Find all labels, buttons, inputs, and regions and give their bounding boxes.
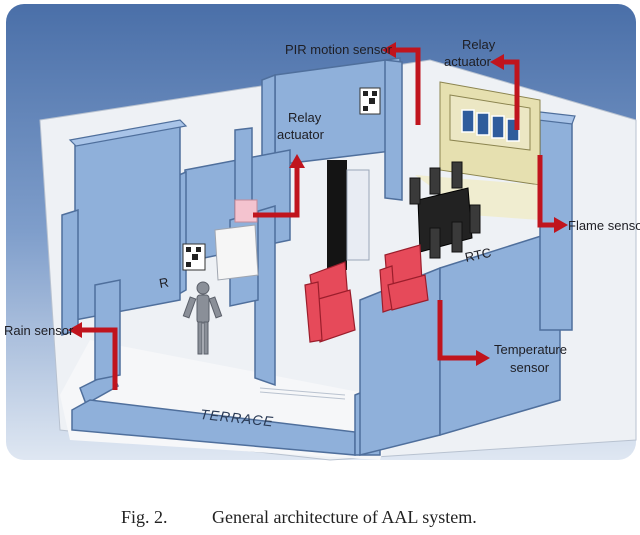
wall-left-room-back: [74, 124, 181, 321]
wall-left-room-top: [68, 119, 188, 147]
wall-living-right-front: [439, 228, 561, 436]
arrow-temperature-sensor: [437, 300, 478, 361]
kitchen-windows: [461, 109, 520, 142]
arrow-pir-head: [382, 42, 396, 58]
label-relay-actuator-right-1: Relay: [462, 37, 496, 52]
house-illustration: R RTC TERRACE: [6, 4, 637, 461]
label-relay-actuator-right-2: actuator: [444, 54, 492, 69]
dining-chairs: [409, 161, 481, 259]
arrow-flame-sensor: [537, 155, 556, 228]
person-figure: [182, 281, 223, 355]
tall-cabinet: [327, 160, 347, 270]
label-pir-motion-sensor: PIR motion sensor: [285, 42, 393, 57]
relay-box: [234, 199, 258, 223]
kitchen-floor: [415, 175, 540, 220]
wall-left-room-side: [61, 208, 79, 337]
arrow-relay-right-head: [490, 54, 504, 70]
arrow-temperature-head: [476, 350, 490, 366]
label-relay-actuator-left-1: Relay: [288, 110, 322, 125]
terrace-label: TERRACE: [199, 406, 274, 430]
arrow-rain-sensor: [80, 327, 118, 390]
red-sofa-right: [379, 244, 429, 313]
qr-code-lower: [182, 243, 206, 271]
wall-pir-room-right: [384, 59, 403, 201]
wall-partition-middle: [254, 204, 276, 387]
qr-code-upper: [359, 87, 381, 115]
label-rain-sensor: Rain sensor: [4, 323, 74, 338]
arrow-relay-left-head: [289, 154, 305, 168]
room-mark-left: R: [158, 275, 170, 291]
sensor-labels: PIR motion sensor Relay actuator Relay a…: [4, 37, 640, 375]
caption-fig-number: Fig. 2.: [121, 507, 168, 527]
arrow-relay-actuator-left: [253, 166, 300, 218]
terrace-line: [259, 387, 346, 396]
terrace-line: [259, 391, 346, 400]
red-sofa-left: [304, 261, 356, 343]
arrow-pir-motion-sensor: [395, 47, 421, 125]
door-frame: [346, 169, 370, 261]
label-temperature-sensor-1: Temperature: [494, 342, 567, 357]
label-flame-sensor: Flame sensor: [568, 218, 640, 233]
caption-text: General architecture of AAL system.: [212, 507, 477, 527]
arrow-flame-head: [554, 217, 568, 233]
figure-caption: Fig. 2. General architecture of AAL syst…: [121, 507, 477, 527]
room-mark-right: RTC: [464, 245, 493, 265]
label-relay-actuator-left-2: actuator: [277, 127, 325, 142]
arrow-relay-actuator-right: [502, 59, 520, 130]
label-temperature-sensor-2: sensor: [510, 360, 550, 375]
arrow-rain-head: [68, 322, 82, 338]
sensor-arrows: [68, 42, 568, 390]
bed: [214, 224, 259, 281]
